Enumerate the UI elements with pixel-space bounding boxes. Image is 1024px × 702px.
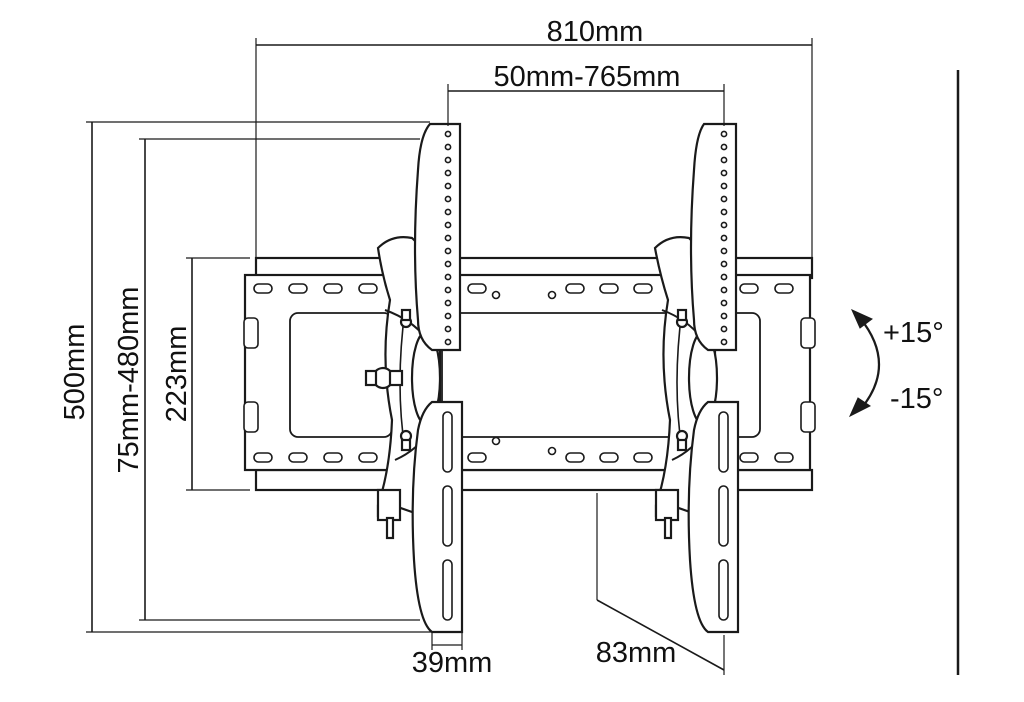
label-tilt-up: +15° bbox=[883, 317, 944, 349]
tilt-bolt-right-bottom bbox=[675, 429, 689, 452]
label-wall-plate-height: 223mm bbox=[161, 326, 193, 423]
vertical-arm-right bbox=[687, 122, 740, 634]
label-overall-height: 500mm bbox=[59, 324, 91, 421]
label-overall-width: 810mm bbox=[547, 16, 644, 48]
wall-plate-top-slots bbox=[253, 283, 794, 300]
dimension-overall-width bbox=[255, 38, 813, 262]
tilt-arc-arrow bbox=[848, 309, 880, 418]
dimension-vesa-vertical bbox=[139, 138, 420, 621]
tilt-bolt-left-top bbox=[399, 308, 413, 329]
vertical-arm-left bbox=[411, 122, 464, 634]
dimension-depth bbox=[596, 493, 725, 675]
tilt-bolt-right-top bbox=[675, 308, 689, 329]
dimension-wall-plate-height bbox=[186, 257, 250, 491]
arm-right-slots bbox=[718, 411, 729, 621]
wall-plate-bottom-slots bbox=[253, 436, 794, 463]
label-depth: 83mm bbox=[596, 637, 677, 669]
dimension-arm-width bbox=[431, 632, 463, 650]
tilt-arrow-down-head bbox=[848, 397, 871, 418]
arm-right-hole-column bbox=[720, 130, 728, 346]
tilt-knob-left bbox=[364, 366, 404, 390]
arm-left-hole-column bbox=[444, 130, 452, 346]
dimension-overall-height bbox=[86, 121, 432, 633]
label-vesa-horizontal: 50mm-765mm bbox=[494, 61, 681, 93]
tilt-bolt-left-bottom bbox=[399, 429, 413, 452]
tilt-arrow-up-head bbox=[851, 309, 873, 329]
label-arm-width: 39mm bbox=[412, 647, 493, 679]
dimension-vesa-horizontal bbox=[447, 84, 725, 126]
label-vesa-vertical: 75mm-480mm bbox=[113, 287, 145, 474]
arm-left-slots bbox=[442, 411, 453, 621]
label-tilt-down: -15° bbox=[890, 383, 944, 415]
